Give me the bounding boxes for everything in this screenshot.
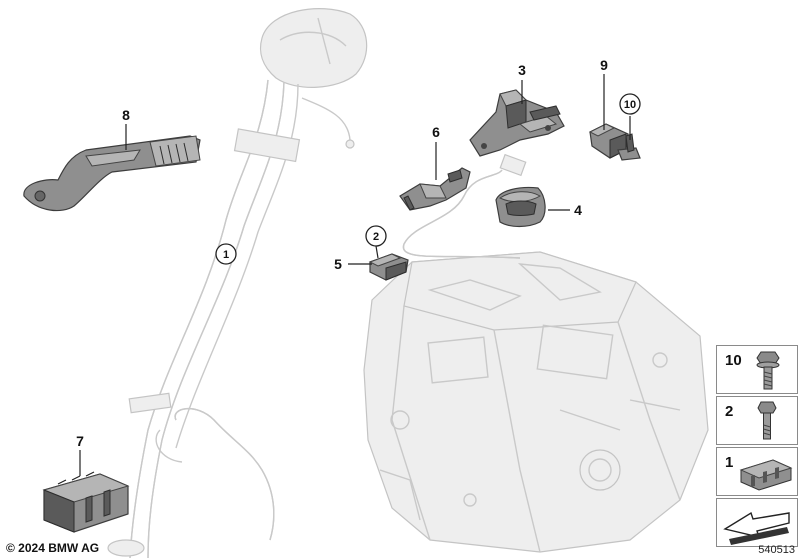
- callout-2-circle: [365, 225, 387, 247]
- callout-2-label: 2: [373, 231, 379, 243]
- callout-9-label: 9: [600, 57, 608, 73]
- callout-6-label: 6: [432, 124, 440, 140]
- fastener-legend: 10 2 1: [716, 345, 798, 549]
- callout-2[interactable]: 2: [365, 225, 387, 247]
- callout-5[interactable]: 5: [334, 256, 342, 272]
- callout-4[interactable]: 4: [574, 202, 582, 218]
- legend-number: 1: [725, 454, 734, 471]
- callout-1-label: 1: [223, 249, 229, 261]
- diagram-number: 540513: [758, 544, 795, 556]
- callout-8[interactable]: 8: [122, 107, 130, 123]
- callout-7[interactable]: 7: [76, 433, 84, 449]
- callout-3-label: 3: [518, 62, 526, 78]
- callout-7-label: 7: [76, 433, 84, 449]
- part-4-cover[interactable]: [495, 186, 546, 228]
- part-6-clamp[interactable]: [399, 167, 471, 211]
- part-8-bracket[interactable]: [23, 135, 201, 212]
- legend-number: 2: [725, 403, 734, 420]
- flange-bolt-icon: [756, 351, 780, 390]
- legend-arrow-cell: [716, 498, 798, 547]
- legend-item-10[interactable]: 10: [716, 345, 798, 394]
- callout-9[interactable]: 9: [600, 57, 608, 73]
- callout-1-circle: [215, 243, 237, 265]
- power-electronics-ghost: [363, 153, 709, 553]
- callout-4-label: 4: [574, 202, 582, 218]
- legend-item-1[interactable]: 1: [716, 447, 798, 496]
- callout-6[interactable]: 6: [432, 124, 440, 140]
- part-7-cable-holder[interactable]: [42, 471, 130, 533]
- callout-1[interactable]: 1: [215, 243, 237, 265]
- part-5-clip[interactable]: [368, 253, 409, 281]
- cable-harness-ghost: [107, 8, 368, 559]
- callout-5-label: 5: [334, 256, 342, 272]
- callout-8-label: 8: [122, 107, 130, 123]
- callout-10-label: 10: [624, 99, 636, 111]
- part-3-mounting-bracket[interactable]: [469, 89, 565, 157]
- direction-arrow-icon: [723, 511, 790, 545]
- callout-10-circle: [619, 93, 641, 115]
- cable-clip-icon: [739, 459, 793, 491]
- callout-10[interactable]: 10: [619, 93, 641, 115]
- legend-item-2[interactable]: 2: [716, 396, 798, 445]
- copyright-notice: © 2024 BMW AG: [6, 541, 100, 555]
- callout-3[interactable]: 3: [518, 62, 526, 78]
- hex-bolt-icon: [757, 401, 777, 440]
- legend-number: 10: [725, 352, 742, 369]
- leader-lines: [79, 74, 631, 476]
